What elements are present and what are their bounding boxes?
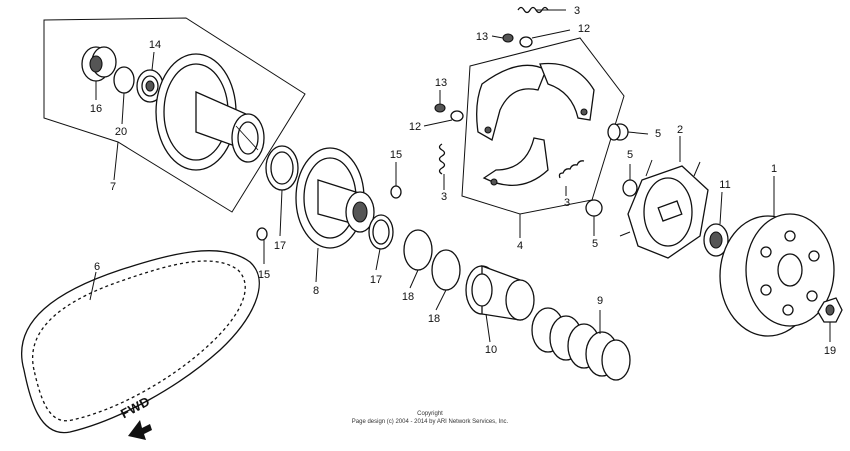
callout-12-top: 12 (578, 23, 590, 35)
callout-14: 14 (149, 39, 161, 51)
part-12-washer-top (519, 36, 533, 48)
part-10-seal-collar (465, 265, 535, 321)
copyright-notice: Copyright Page design (c) 2004 - 2014 by… (330, 410, 530, 426)
callout-17-left: 17 (274, 240, 286, 252)
callout-18-b: 18 (428, 313, 440, 325)
part-13-nut-left (434, 103, 446, 113)
callout-1: 1 (771, 163, 777, 175)
part-2-clutch-plate (619, 159, 709, 259)
part-15-pin-upper (390, 185, 402, 199)
part-3-spring-right (558, 160, 585, 179)
callout-13-left: 13 (435, 77, 447, 89)
callout-7: 7 (110, 181, 116, 193)
fwd-arrow-icon (128, 420, 152, 440)
part-13-nut-top (502, 33, 514, 43)
callout-12-left: 12 (409, 121, 421, 133)
callout-5-c: 5 (592, 238, 598, 250)
callout-6: 6 (94, 261, 100, 273)
part-5-collar-c (585, 199, 603, 217)
callout-16: 16 (90, 103, 102, 115)
part-3-spring-top (517, 6, 549, 14)
callout-3-top: 3 (574, 5, 580, 17)
callout-13-top: 13 (476, 31, 488, 43)
part-4-clutch-shoes (476, 62, 595, 186)
part-20-clip (113, 66, 135, 94)
callout-2: 2 (677, 124, 683, 136)
callout-3-left: 3 (441, 191, 447, 203)
part-6-drive-belt (21, 250, 260, 434)
part-5-collar-a (607, 123, 629, 141)
assembly-7-outline (43, 17, 306, 213)
callout-5-a: 5 (655, 128, 661, 140)
callout-8: 8 (313, 285, 319, 297)
callout-19: 19 (824, 345, 836, 357)
part-7-drive-face (155, 53, 265, 171)
callout-15-upper: 15 (390, 149, 402, 161)
callout-11: 11 (719, 179, 730, 191)
part-16-bearing (81, 46, 117, 82)
copyright-line-1: Copyright (417, 411, 443, 417)
part-8-driven-face (295, 147, 375, 249)
callout-labels: 2 1 3 3 3 4 5 5 5 6 7 8 9 10 11 12 12 13… (90, 5, 836, 357)
callout-17-right: 17 (370, 274, 382, 286)
part-12-washer-left (450, 110, 464, 122)
leader-lines (89, 9, 831, 343)
part-17-seal-upper (265, 145, 299, 191)
callout-18-a: 18 (402, 291, 414, 303)
callout-9: 9 (597, 295, 603, 307)
part-18-o-ring-b (431, 249, 461, 291)
part-11-washer (703, 223, 729, 257)
part-18-o-ring-a (403, 229, 433, 271)
callout-15-lower: 15 (258, 269, 270, 281)
part-9-spring (531, 307, 631, 381)
callout-5-b: 5 (627, 149, 633, 161)
callout-10: 10 (485, 344, 497, 356)
copyright-line-2: Page design (c) 2004 - 2014 by ARI Netwo… (351, 419, 509, 425)
part-19-nut (817, 297, 843, 323)
part-1-clutch-outer (719, 213, 835, 337)
part-5-collar-b (622, 179, 638, 197)
part-17-seal-lower (368, 214, 394, 250)
part-15-pin-lower (256, 227, 268, 241)
callout-3-right: 3 (564, 197, 570, 209)
part-14-bearing (136, 69, 164, 103)
part-3-spring-left (438, 143, 446, 175)
callout-4: 4 (517, 240, 523, 252)
callout-20: 20 (115, 126, 127, 138)
